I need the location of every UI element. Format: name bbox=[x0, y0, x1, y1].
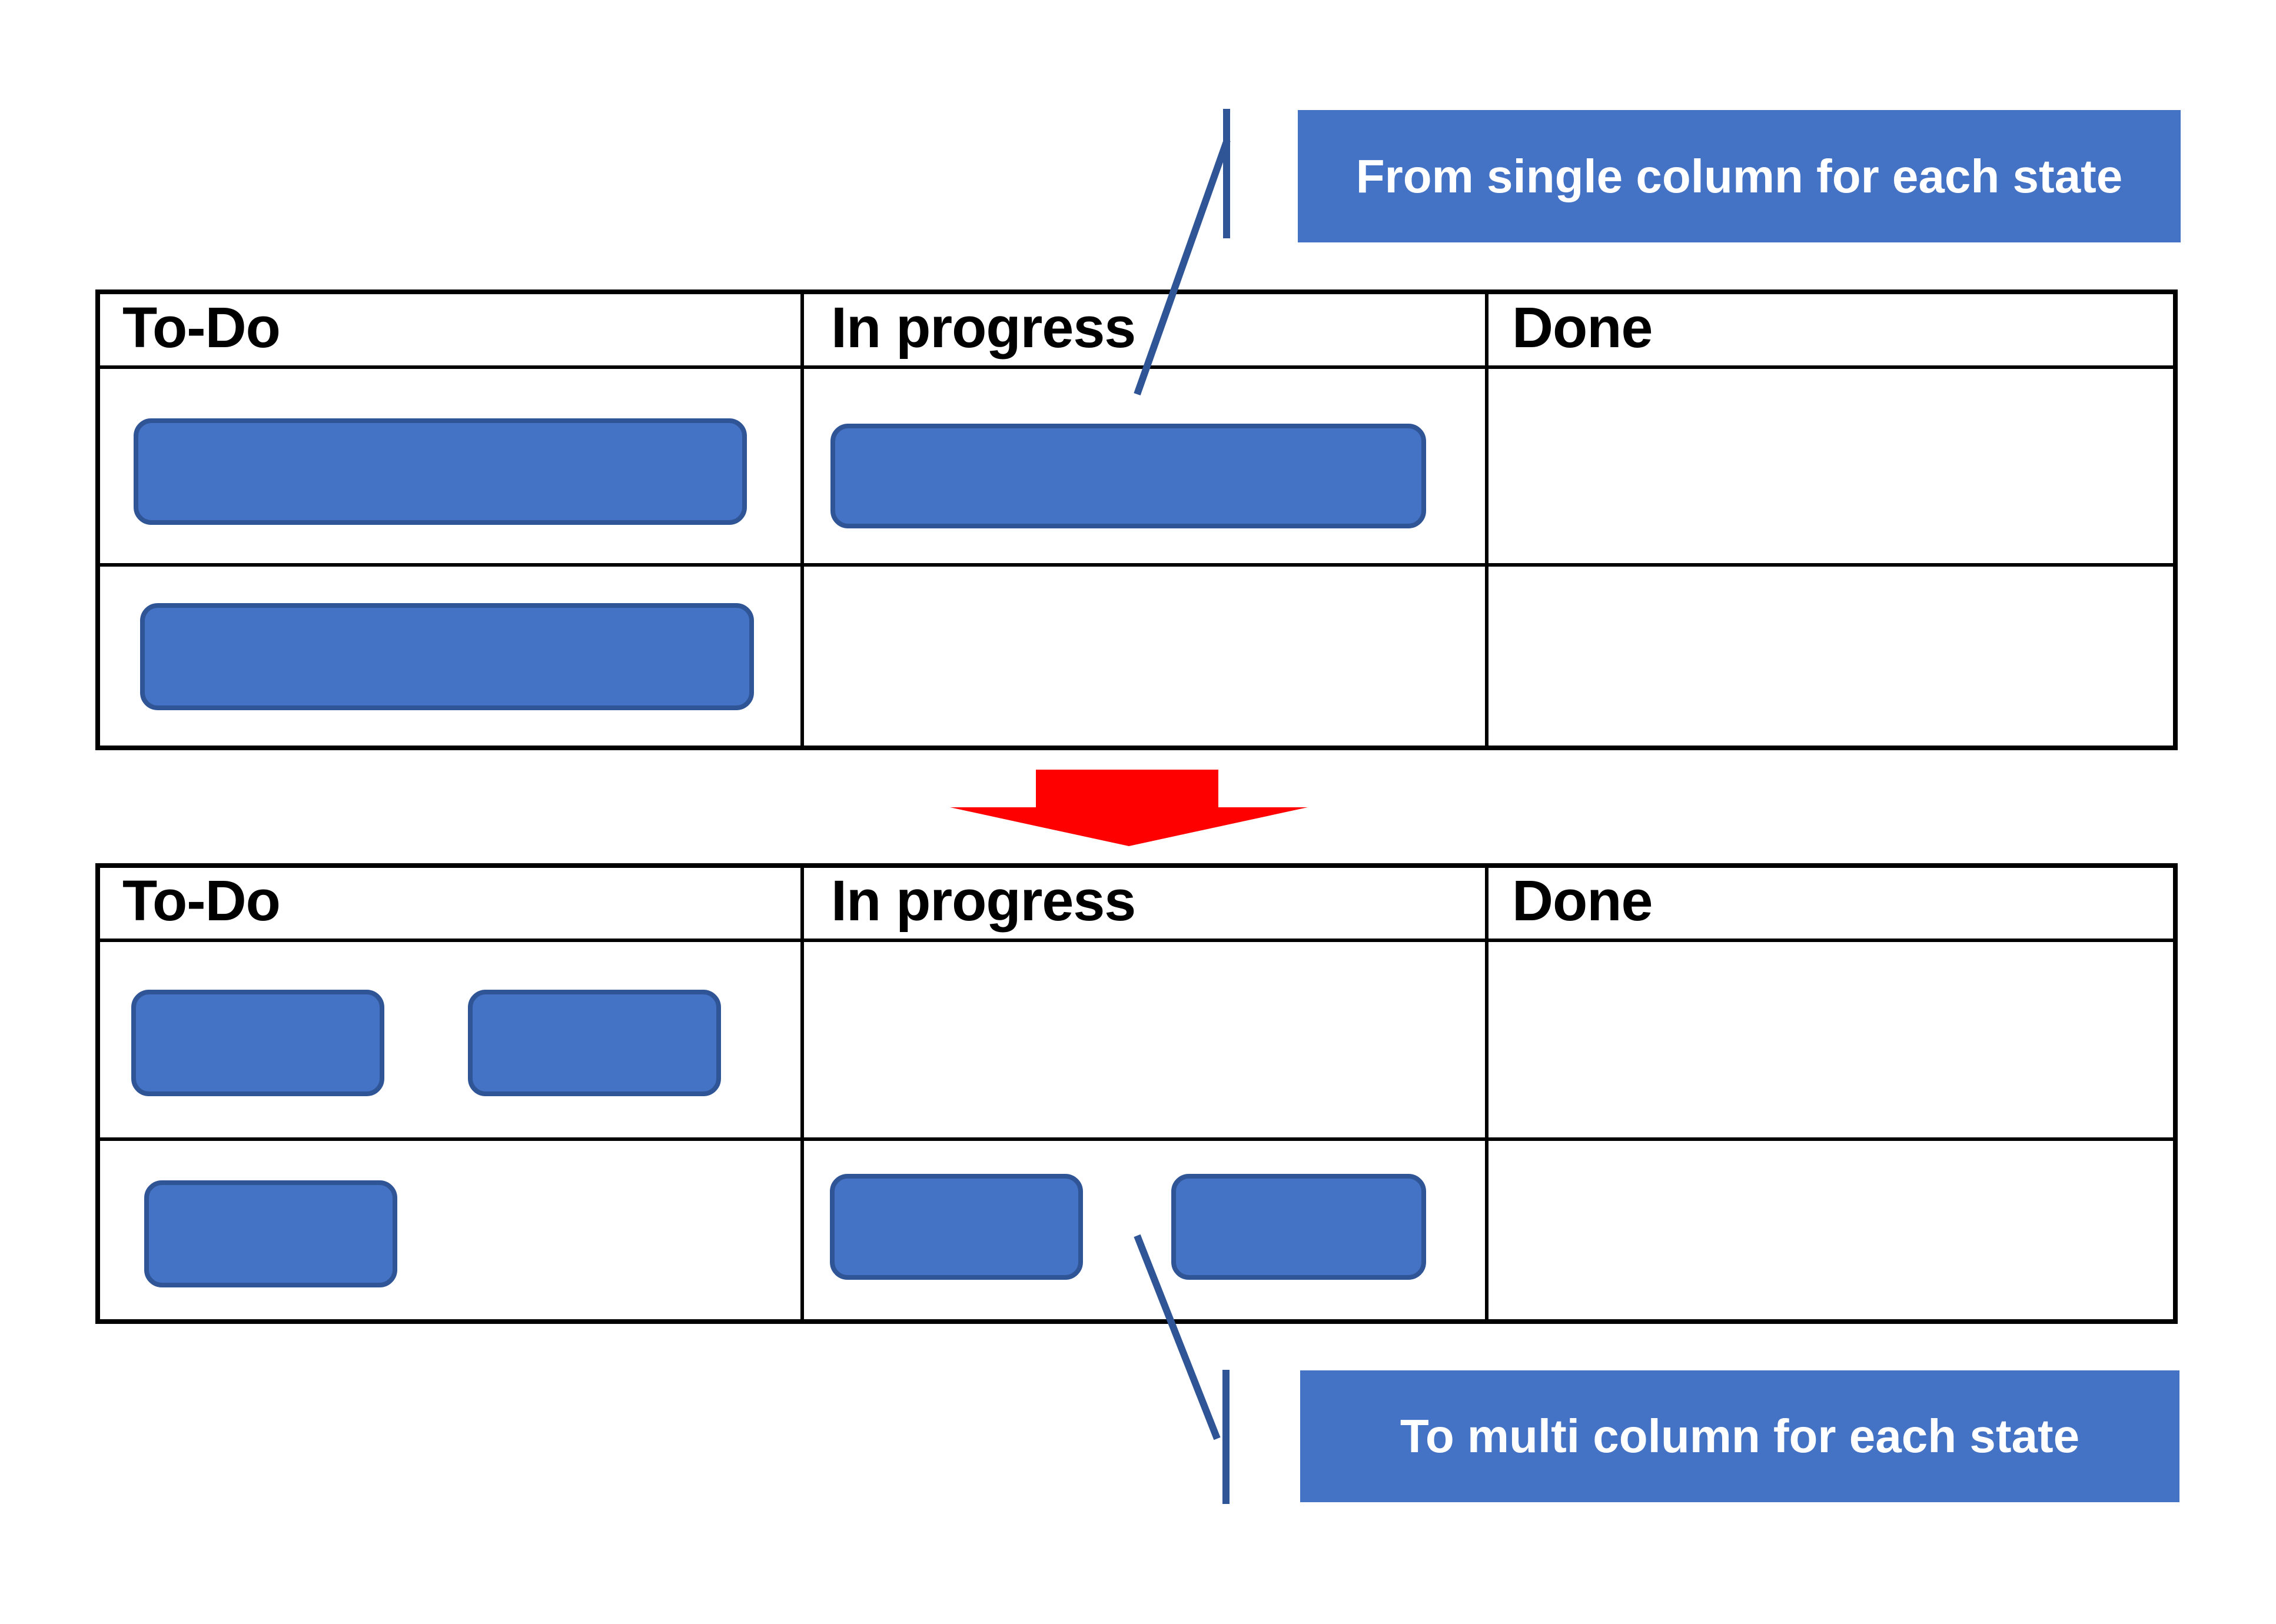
kanban-table-after bbox=[95, 863, 2178, 1324]
column-header-todo-after: To-Do bbox=[122, 868, 281, 933]
table-grid-line bbox=[100, 1137, 2173, 1141]
task-card[interactable] bbox=[1171, 1174, 1426, 1280]
table-grid-line bbox=[1485, 294, 1488, 746]
table-grid-line bbox=[100, 939, 2173, 942]
task-card[interactable] bbox=[144, 1180, 397, 1287]
task-card[interactable] bbox=[140, 603, 754, 710]
task-card[interactable] bbox=[830, 424, 1426, 528]
task-card[interactable] bbox=[830, 1174, 1083, 1280]
column-header-inprogress-after: In progress bbox=[831, 868, 1136, 933]
callout-from-single-column: From single column for each state bbox=[1298, 110, 2181, 242]
table-grid-line bbox=[1485, 868, 1488, 1319]
callout-top-label: From single column for each state bbox=[1355, 149, 2123, 202]
callout-bottom-label: To multi column for each state bbox=[1400, 1410, 2080, 1462]
callout-to-multi-column: To multi column for each state bbox=[1300, 1370, 2179, 1502]
table-grid-line bbox=[800, 868, 804, 1319]
task-card[interactable] bbox=[131, 990, 384, 1096]
column-header-inprogress-before: In progress bbox=[831, 295, 1136, 360]
table-grid-line bbox=[100, 563, 2173, 567]
column-header-done-before: Done bbox=[1512, 295, 1653, 360]
leader-bar-bottom bbox=[1222, 1370, 1230, 1504]
down-arrow-icon bbox=[950, 770, 1308, 846]
table-grid-line bbox=[800, 294, 804, 746]
task-card[interactable] bbox=[134, 418, 747, 525]
table-grid-line bbox=[100, 365, 2173, 369]
leader-bar-top bbox=[1223, 109, 1230, 238]
column-header-todo-before: To-Do bbox=[122, 295, 281, 360]
column-header-done-after: Done bbox=[1512, 868, 1653, 933]
task-card[interactable] bbox=[468, 990, 721, 1096]
